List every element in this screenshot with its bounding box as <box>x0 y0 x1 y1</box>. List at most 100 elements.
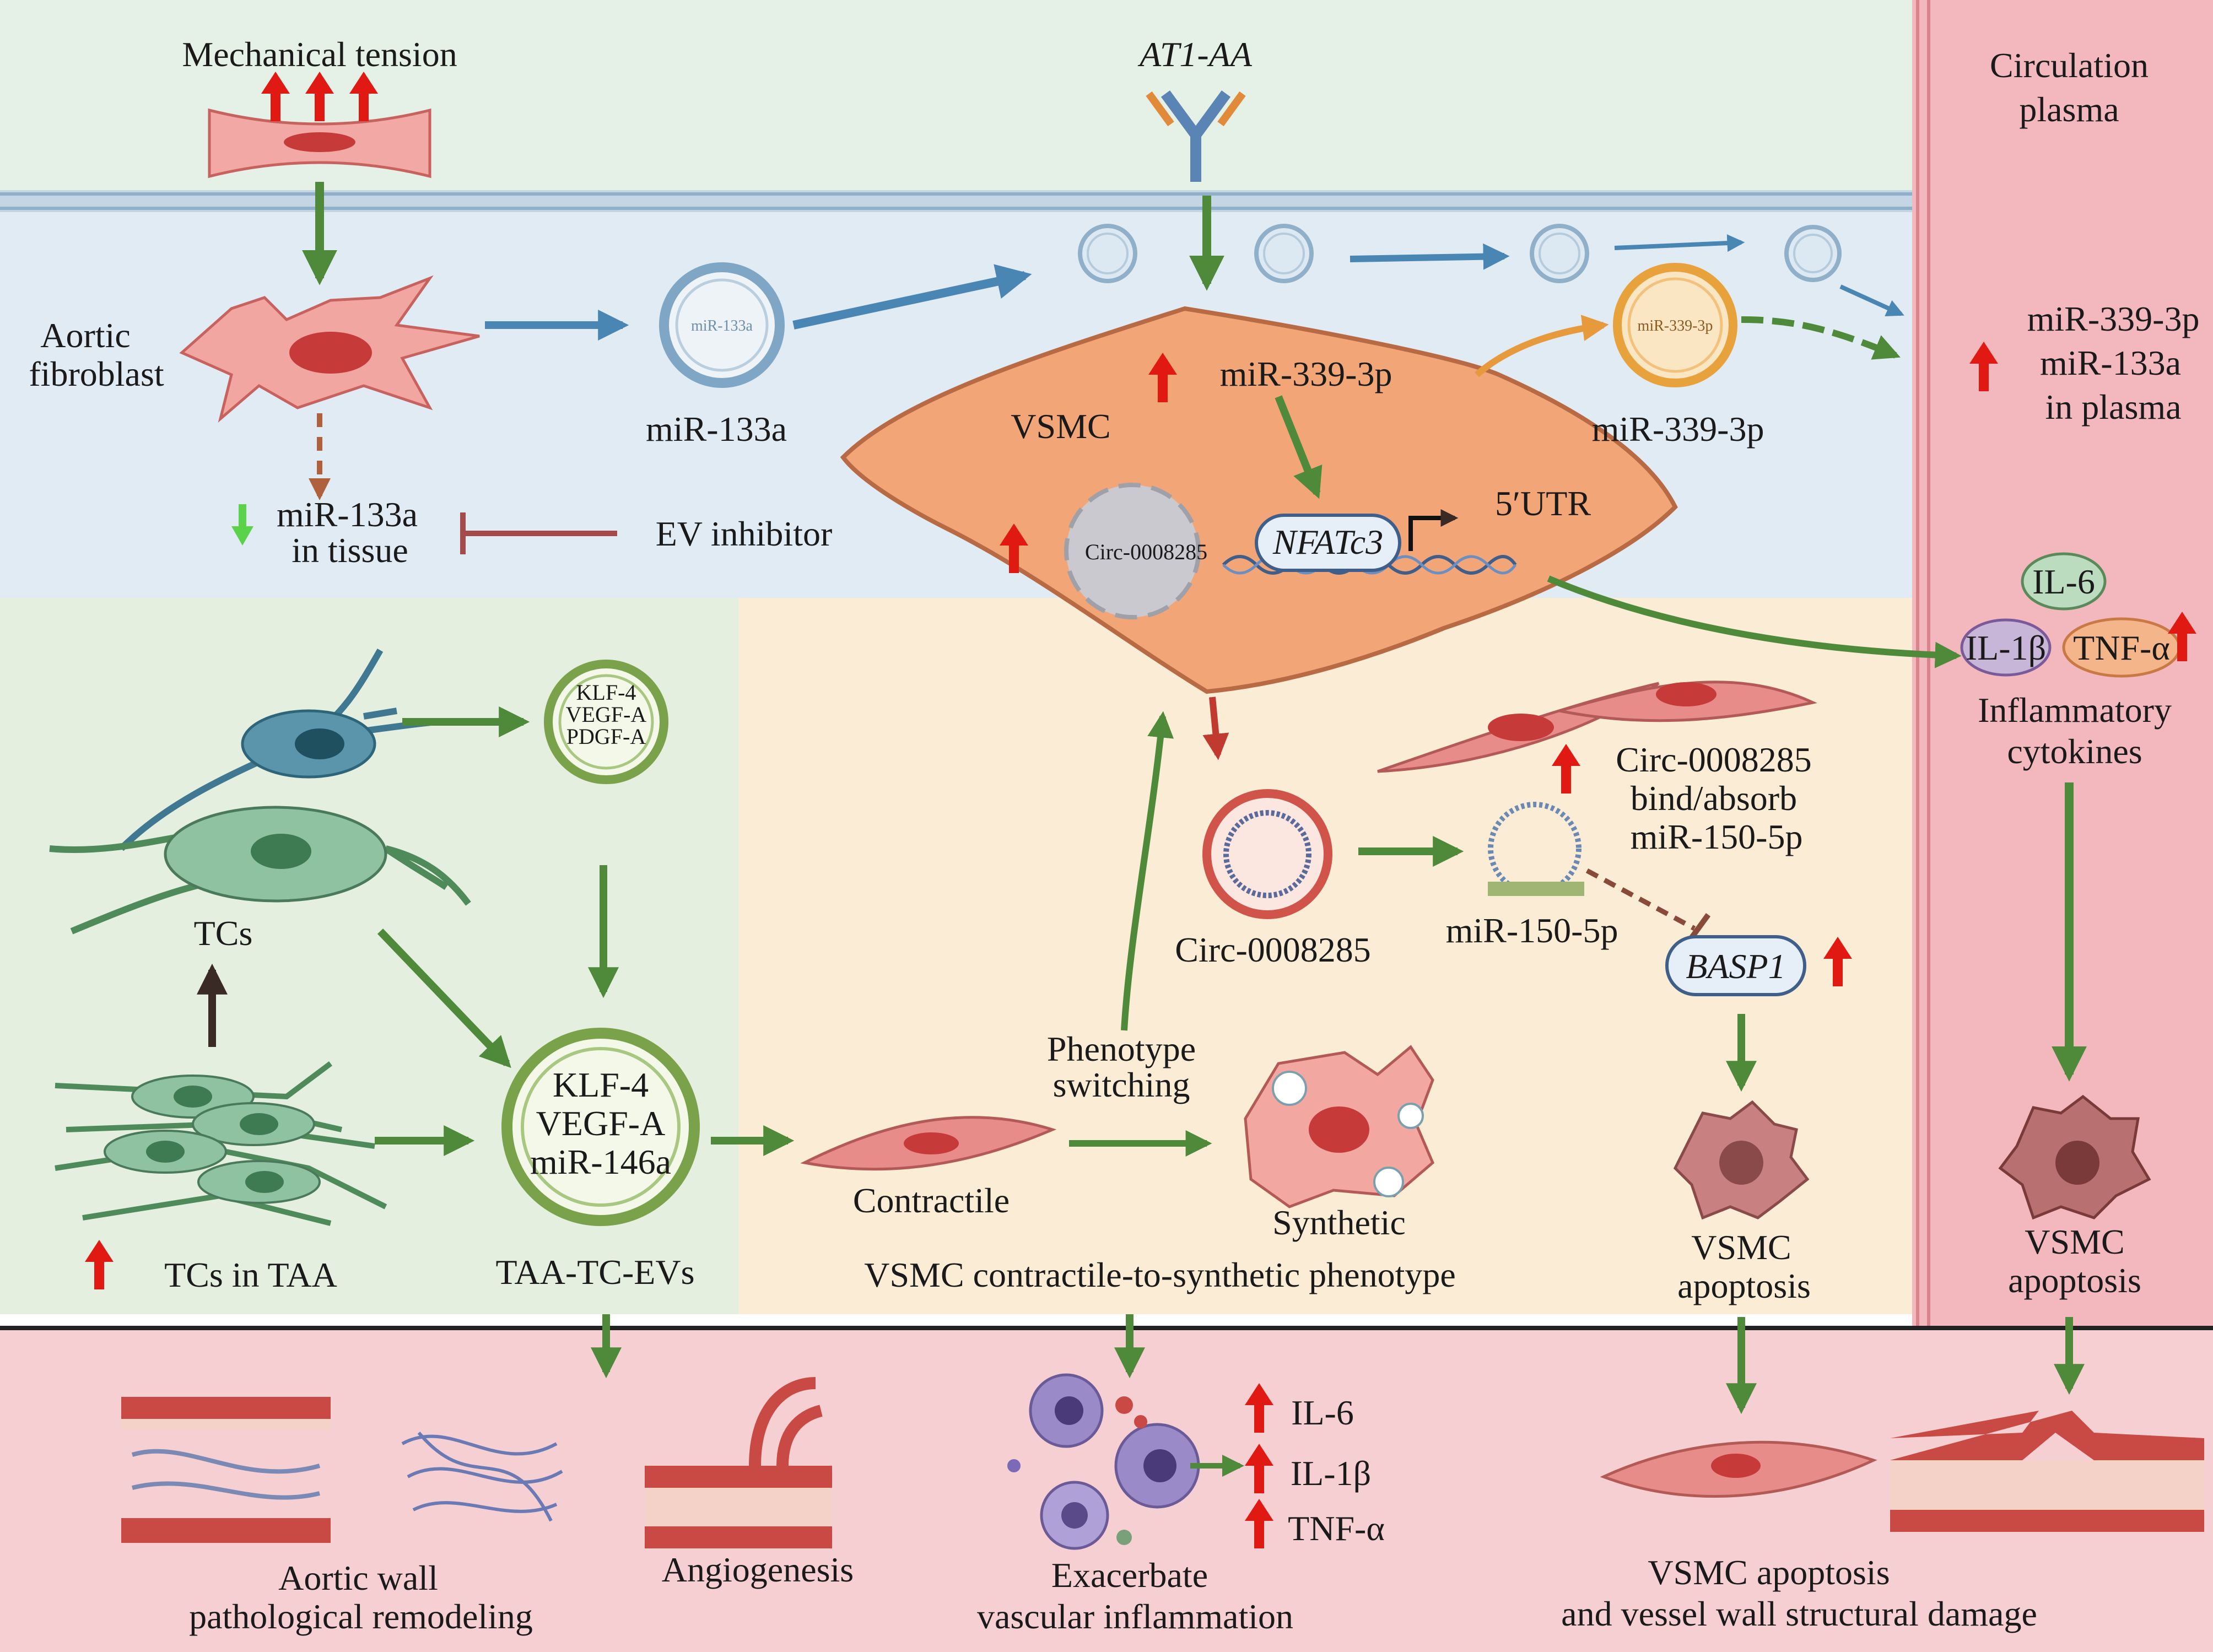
phen-apoptosis-line1: VSMC <box>1691 1228 1791 1267</box>
bind-line2: bind/absorb <box>1631 779 1797 818</box>
mir339-vesicle-text: miR-339-3p <box>1638 317 1713 334</box>
phenotype-switch-line2: switching <box>1053 1065 1190 1104</box>
mir150-label: miR-150-5p <box>1446 911 1618 950</box>
mir133a-vesicle-text: miR-133a <box>691 317 753 334</box>
tcs-label: TCs <box>194 914 253 953</box>
il1b-bubble: IL-1β <box>1960 618 2052 677</box>
phenotype-switch-line1: Phenotype <box>1047 1029 1196 1068</box>
small-vesicle <box>1530 224 1589 283</box>
plasma-apoptosis-line1: VSMC <box>2025 1222 2124 1261</box>
circulation-title-line1: Circulation <box>1990 46 2149 85</box>
down-arrow-icon <box>231 504 253 546</box>
circulation-title-line2: plasma <box>2019 90 2119 129</box>
small-vesicle <box>1784 225 1842 282</box>
tnfa-bubble: TNF-α <box>2062 617 2181 678</box>
tissue-mir133a-line1: miR-133a <box>277 495 418 534</box>
mir339-to-nfatc3-arrow <box>1275 395 1323 499</box>
telocyte-green <box>49 806 471 935</box>
bind-line1: Circ-0008285 <box>1616 740 1812 779</box>
ev1-line1: KLF-4 <box>576 680 636 705</box>
vsmc-to-mir339-arrow <box>1475 315 1609 377</box>
inflam-line1: Exacerbate <box>1051 1556 1208 1595</box>
bind-line3: miR-150-5p <box>1631 817 1803 856</box>
small-vesicle <box>1254 224 1314 283</box>
basp1-label: BASP1 <box>1686 947 1785 986</box>
inflam-line2: vascular inflammation <box>977 1597 1293 1636</box>
small-vesicle <box>1078 224 1137 283</box>
collagen-fiber-icon <box>401 1432 563 1522</box>
promoter-arrow-icon <box>1408 509 1459 551</box>
tissue-mir133a-line2: in tissue <box>292 531 408 570</box>
phenotype-switching-arrow <box>1121 711 1174 1031</box>
nfatc3-gene-box <box>1255 514 1401 572</box>
plasma-mir339: miR-339-3p <box>2027 299 2200 338</box>
plasma-il1b: IL-1β <box>1966 628 2046 667</box>
fibroblast-cell <box>179 275 480 423</box>
circ-rna-icon <box>1202 789 1332 919</box>
ev1-line3: PDGF-A <box>566 724 646 749</box>
bottom-tnfa: TNF-α <box>1288 1509 1385 1548</box>
basp1-gene-box <box>1665 935 1806 996</box>
plasma-tnfa: TNF-α <box>2073 628 2170 667</box>
inflammatory-line2: cytokines <box>2007 732 2142 771</box>
vsmc-to-circ-arrow <box>1202 697 1229 760</box>
remodel-line1: Aortic wall <box>278 1558 438 1597</box>
plasma-in-plasma: in plasma <box>2045 387 2181 427</box>
angiogenesis-label: Angiogenesis <box>662 1550 854 1589</box>
vesicle-flow-arrow <box>1614 234 1745 252</box>
ev1-line2: VEGF-A <box>566 702 647 727</box>
synthetic-cell-icon <box>1244 1045 1435 1208</box>
vsmc-cell <box>840 306 1678 694</box>
synthetic-label: Synthetic <box>1272 1203 1406 1242</box>
nfatc3-label: NFATc3 <box>1272 522 1383 562</box>
il6-bubble: IL-6 <box>2021 552 2107 611</box>
circ-nucleus: Circ-0008285 <box>1064 483 1207 619</box>
mir339-to-plasma-arrow <box>1741 316 1901 360</box>
plasma-il6: IL-6 <box>2032 562 2095 601</box>
contractile-label: Contractile <box>853 1181 1010 1220</box>
phen-apoptosis-line2: apoptosis <box>1677 1266 1811 1305</box>
ev2-vesicle: KLF-4 VEGF-A miR-146a <box>501 1028 700 1226</box>
fibroblast-label-line2: fibroblast <box>29 354 164 393</box>
vsmc-label: VSMC <box>1011 407 1110 446</box>
tcs-to-ev2-arrow <box>377 928 511 1068</box>
damage-line1: VSMC apoptosis <box>1648 1553 1890 1592</box>
mir339-label: miR-339-3p <box>1592 409 1764 449</box>
apoptotic-cell-icon <box>1673 1100 1810 1220</box>
utr-label: 5′UTR <box>1495 484 1591 523</box>
bottom-il6: IL-6 <box>1291 1393 1354 1432</box>
ev1-vesicle: KLF-4 VEGF-A PDGF-A <box>544 660 668 784</box>
ruptured-vessel-icon <box>1890 1411 2204 1532</box>
contractile-cell-icon <box>800 1116 1057 1171</box>
nfatc3-to-cytokines-arrow <box>1547 575 1962 668</box>
tcs-in-taa-label: TCs in TAA <box>164 1255 337 1294</box>
telocyte-cluster <box>55 1061 387 1226</box>
mir133a-label: miR-133a <box>646 409 787 449</box>
antibody-icon <box>1146 90 1246 182</box>
mir150-loop-icon <box>1488 802 1584 896</box>
fibroblast-label-line1: Aortic <box>40 316 131 355</box>
bottom-region <box>0 1328 2213 1652</box>
ev2-line2: VEGF-A <box>536 1104 666 1143</box>
phenotype-caption: VSMC contractile-to-synthetic phenotype <box>864 1255 1456 1294</box>
vsmc-mir339-label: miR-339-3p <box>1220 354 1392 393</box>
plasma-mir133a: miR-133a <box>2040 343 2181 382</box>
ev-inhibitor-label: EV inhibitor <box>656 514 833 553</box>
circ-label-in-cell: Circ-0008285 <box>1085 539 1207 564</box>
damaged-cell-icon <box>1600 1440 1877 1498</box>
vesicle-flow-arrow <box>1350 243 1510 270</box>
bottom-il1b: IL-1β <box>1291 1454 1371 1493</box>
mir339-vesicle: miR-339-3p <box>1613 263 1737 387</box>
ev2-line1: KLF-4 <box>553 1065 649 1104</box>
vesicle-to-plasma-arrow <box>1839 284 1904 316</box>
apoptotic-cell-icon <box>1998 1094 2151 1220</box>
mechanical-tension-label: Mechanical tension <box>182 35 457 74</box>
immune-cells-icon <box>1007 1373 1200 1550</box>
damage-line2: and vessel wall structural damage <box>1561 1594 2037 1633</box>
bind-cells-icon <box>1377 681 1817 773</box>
taa-tc-evs-label: TAA-TC-EVs <box>495 1253 694 1292</box>
inflammatory-line1: Inflammatory <box>1978 690 2172 730</box>
vessel-wall-icon <box>121 1397 331 1543</box>
